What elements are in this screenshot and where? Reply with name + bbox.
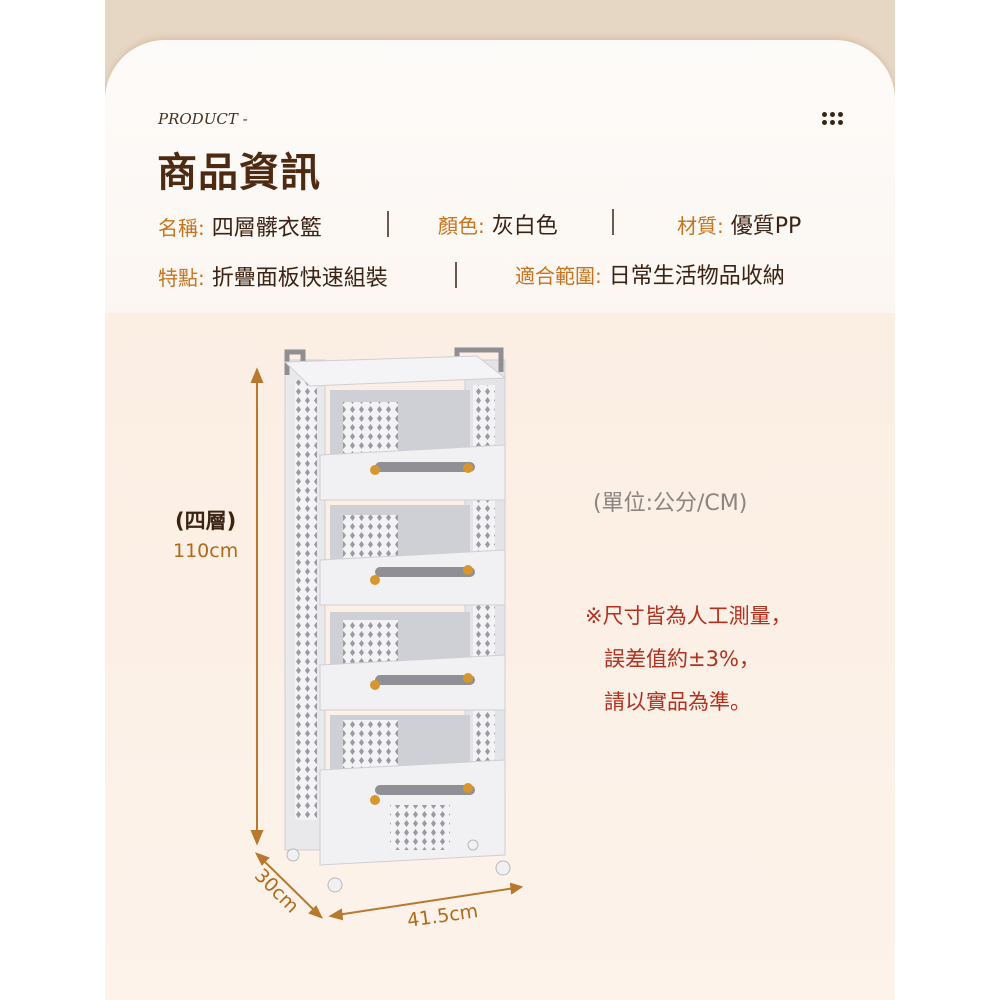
height-label: 110cm xyxy=(173,540,239,562)
eyebrow-label: PRODUCT - xyxy=(158,110,248,128)
spec-material: 材質: 優質PP xyxy=(677,208,801,240)
note-line-3: 請以實品為準。 xyxy=(604,690,751,714)
tier-count-label: (四層) xyxy=(175,509,237,533)
info-card xyxy=(105,40,895,340)
page-title: 商品資訊 xyxy=(157,150,321,196)
product-info-panel: PRODUCT - 商品資訊 名稱: 四層髒衣籃 顏色: 灰白色 材質: 優質P… xyxy=(105,0,895,1000)
divider xyxy=(455,262,457,288)
spec-usage: 適合範圍: 日常生活物品收納 xyxy=(515,258,785,290)
spec-value: 優質PP xyxy=(730,214,802,239)
divider xyxy=(612,209,614,235)
spec-name: 名稱: 四層髒衣籃 xyxy=(158,210,322,242)
note-line-1: ※尺寸皆為人工測量， xyxy=(585,604,792,628)
spec-label: 適合範圍: xyxy=(515,264,602,288)
shelf-illustration xyxy=(250,347,524,921)
divider xyxy=(387,211,389,237)
spec-label: 材質: xyxy=(677,214,724,238)
spec-feature: 特點: 折疊面板快速組裝 xyxy=(158,260,388,292)
note-line-2: 誤差值約±3%， xyxy=(604,647,760,671)
spec-color: 顏色: 灰白色 xyxy=(438,208,558,240)
spec-label: 顏色: xyxy=(438,214,485,238)
spec-value: 灰白色 xyxy=(491,214,558,239)
spec-label: 名稱: xyxy=(158,216,205,240)
spec-value: 折疊面板快速組裝 xyxy=(211,266,388,291)
spec-value: 四層髒衣籃 xyxy=(211,216,322,241)
unit-label: (單位:公分/CM) xyxy=(593,491,748,516)
spec-value: 日常生活物品收納 xyxy=(608,264,785,289)
dots-icon xyxy=(822,112,844,125)
spec-label: 特點: xyxy=(158,266,205,290)
dimension-arrows xyxy=(250,367,524,921)
